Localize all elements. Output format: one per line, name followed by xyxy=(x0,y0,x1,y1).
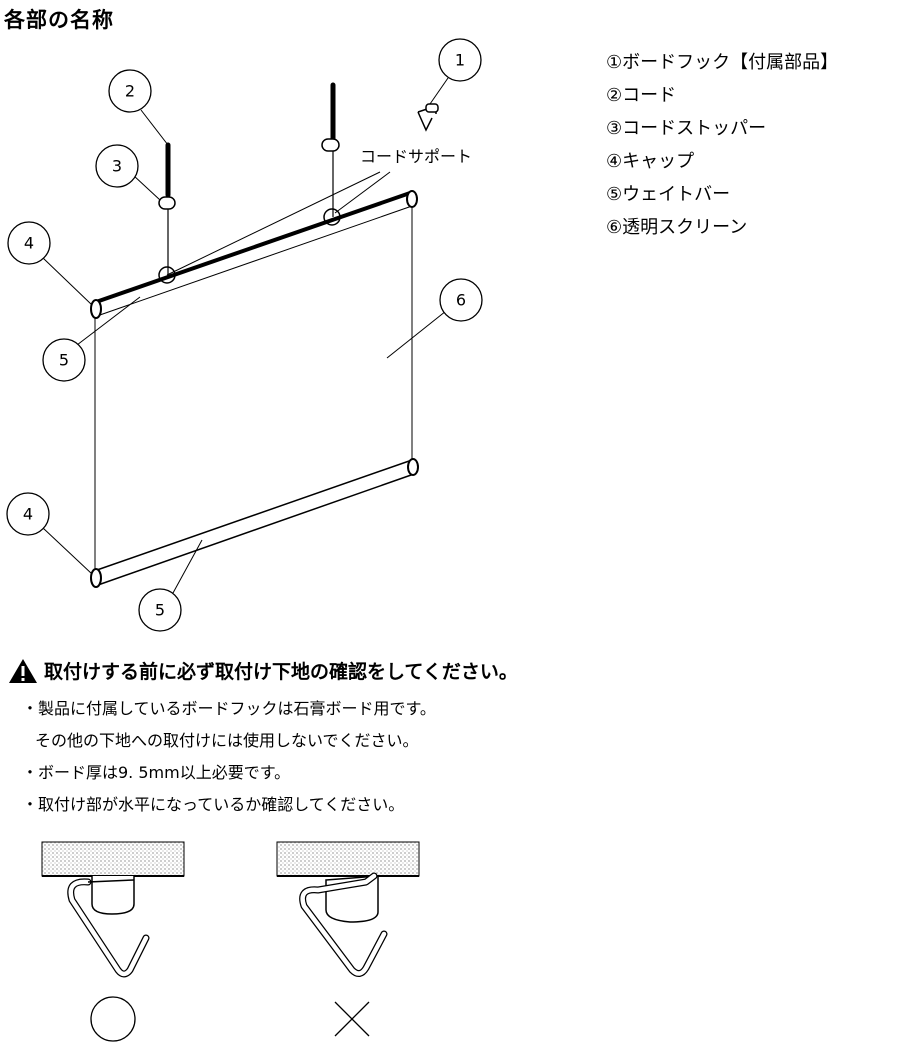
callout-2 xyxy=(108,69,152,113)
callout-5 xyxy=(42,338,86,382)
cap-bottom-right xyxy=(407,458,419,476)
cord-left xyxy=(158,142,176,284)
callout-5-label: 5 xyxy=(59,351,69,370)
cord-stopper-left xyxy=(158,196,176,210)
callout-2-label: 2 xyxy=(125,82,135,101)
notes-list: ・製品に付属しているボードフックは石膏ボード用です。 その他の下地への取付けには… xyxy=(22,693,436,821)
mounting-example-bad xyxy=(276,841,420,977)
note-item: その他の下地への取付けには使用しないでください。 xyxy=(35,731,419,750)
page-title: 各部の名称 xyxy=(4,8,114,32)
warning-banner: 取付けする前に必ず取付け下地の確認をしてください。 xyxy=(8,657,518,684)
bottom-weight-bar xyxy=(90,458,419,588)
callout-4b xyxy=(6,492,50,536)
screen-outline xyxy=(94,200,413,575)
cord-support-left xyxy=(158,266,176,284)
cord-support-label: コードサポート xyxy=(360,147,472,166)
callout-5b xyxy=(138,588,182,632)
parts-list-item: ③コードストッパー xyxy=(606,118,767,139)
callout-1 xyxy=(438,38,482,82)
note-item: ・ボード厚は9. 5mm以上必要です。 xyxy=(22,763,291,782)
cord-right xyxy=(321,82,341,226)
cap-bottom-left xyxy=(90,568,102,588)
parts-list-item: ②コード xyxy=(606,85,677,106)
mounting-example-good xyxy=(41,841,185,978)
note-item: ・取付け部が水平になっているか確認してください。 xyxy=(22,795,405,814)
callout-4-label: 4 xyxy=(24,234,34,253)
callout-6 xyxy=(439,278,483,322)
warning-text: 取付けする前に必ず取付け下地の確認をしてください。 xyxy=(44,661,518,683)
leader-lines xyxy=(42,77,449,594)
warning-triangle-icon xyxy=(9,658,37,683)
callout-5b-label: 5 xyxy=(155,601,165,620)
cord-stopper-right xyxy=(321,138,340,152)
callout-3 xyxy=(95,144,139,188)
callout-3-label: 3 xyxy=(112,157,122,176)
callout-4b-label: 4 xyxy=(23,505,33,524)
cord-support-right xyxy=(323,208,341,226)
circle-ok-icon xyxy=(90,996,136,1042)
parts-list: ①ボードフック【付属部品】 ②コード ③コードストッパー ④キャップ ⑤ウェイト… xyxy=(606,46,838,244)
parts-list-item: ④キャップ xyxy=(606,151,695,172)
parts-list-item: ⑤ウェイトバー xyxy=(606,184,731,205)
callout-1-label: 1 xyxy=(455,51,465,70)
cross-ng-icon xyxy=(334,1001,370,1037)
board-hook-icon xyxy=(417,103,439,132)
note-item: ・製品に付属しているボードフックは石膏ボード用です。 xyxy=(22,699,436,718)
top-weight-bar xyxy=(90,190,418,319)
callout-6-label: 6 xyxy=(456,291,466,310)
cap-top-right xyxy=(406,190,418,208)
parts-list-item: ①ボードフック【付属部品】 xyxy=(606,52,839,73)
callout-4 xyxy=(7,221,51,265)
cap-top-left xyxy=(90,299,102,319)
parts-list-item: ⑥透明スクリーン xyxy=(606,217,748,238)
